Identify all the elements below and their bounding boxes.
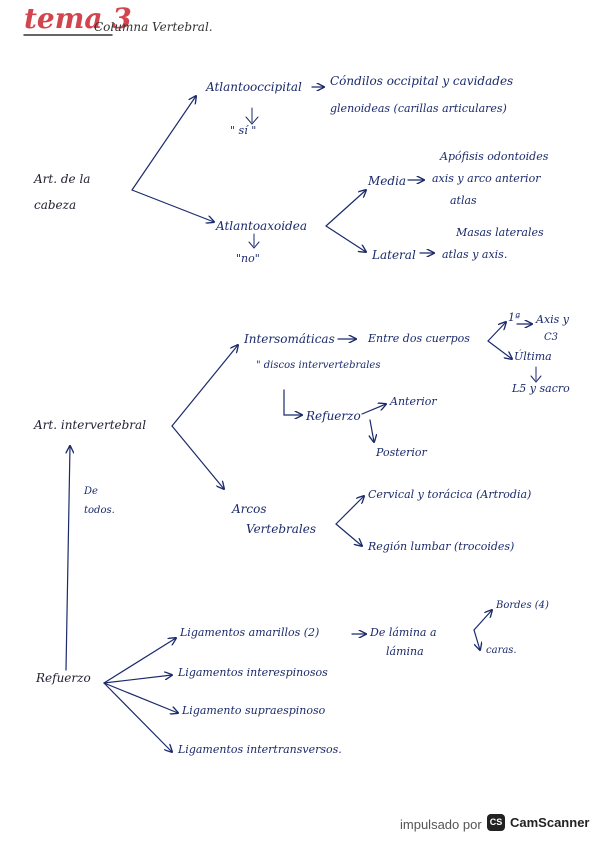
node-entre-cuerpos: Entre dos cuerpos (368, 332, 470, 345)
node-arcos-1: Arcos (232, 502, 267, 516)
page-title: tema 3 (24, 2, 132, 35)
camscanner-brand: CamScanner (510, 815, 590, 830)
node-bordes: Bordes (4) (496, 600, 549, 611)
node-media: Media (368, 174, 407, 188)
note-atlantoaxoidea: "no" (236, 252, 260, 265)
side-note-2: todos. (84, 505, 115, 516)
desc-media-3: atlas (450, 194, 477, 207)
node-intersomaticas: Intersomáticas (244, 332, 335, 346)
desc-media-1: Apófisis odontoides (440, 150, 549, 163)
node-posterior: Posterior (376, 446, 427, 459)
page-subtitle: Columna Vertebral. (94, 20, 213, 34)
desc-lamina-2: lámina (386, 645, 424, 658)
node-ligamentos-intertransversos: Ligamentos intertransversos. (178, 743, 342, 756)
node-primera: 1ª (508, 311, 521, 324)
node-art-intervertebral: Art. intervertebral (34, 418, 147, 432)
powered-by-label: impulsado por (400, 817, 482, 832)
desc-primera-2: C3 (544, 332, 559, 343)
node-cervical-toracica: Cervical y torácica (Artrodia) (368, 488, 532, 501)
note-atlantooccipital: " sí " (230, 124, 257, 137)
node-refuerzo-intersomatico: Refuerzo (306, 409, 361, 423)
node-lateral: Lateral (372, 248, 416, 262)
side-note-1: De (84, 486, 98, 497)
note-intersomaticas: " discos intervertebrales (256, 360, 381, 371)
node-ligamentos-amarillos: Ligamentos amarillos (2) (180, 626, 320, 639)
node-region-lumbar: Región lumbar (trocoides) (368, 540, 515, 553)
node-art-cabeza: Art. de la cabeza (34, 172, 91, 212)
camscanner-logo-icon: CS (487, 814, 505, 831)
desc-lateral-2: atlas y axis. (442, 248, 508, 261)
node-anterior: Anterior (390, 395, 437, 408)
desc-lamina-1: De lámina a (370, 626, 437, 639)
node-ultima: Última (514, 350, 552, 363)
node-ligamentos-interespinosos: Ligamentos interespinosos (178, 666, 328, 679)
desc-atlantooccipital-1: Cóndilos occipital y cavidades (330, 74, 514, 88)
desc-media-2: axis y arco anterior (432, 172, 541, 185)
node-refuerzo: Refuerzo (36, 671, 91, 685)
node-caras: caras. (486, 645, 517, 656)
node-atlantooccipital: Atlantooccipital (206, 80, 302, 94)
desc-atlantooccipital-2: glenoideas (carillas articulares) (330, 102, 507, 115)
desc-primera-1: Axis y (536, 313, 570, 326)
node-ligamento-supraespinoso: Ligamento supraespinoso (182, 704, 326, 717)
node-arcos-2: Vertebrales (246, 522, 316, 536)
node-atlantoaxoidea: Atlantoaxoidea (216, 219, 307, 233)
desc-lateral-1: Masas laterales (456, 226, 544, 239)
desc-ultima: L5 y sacro (512, 382, 570, 395)
